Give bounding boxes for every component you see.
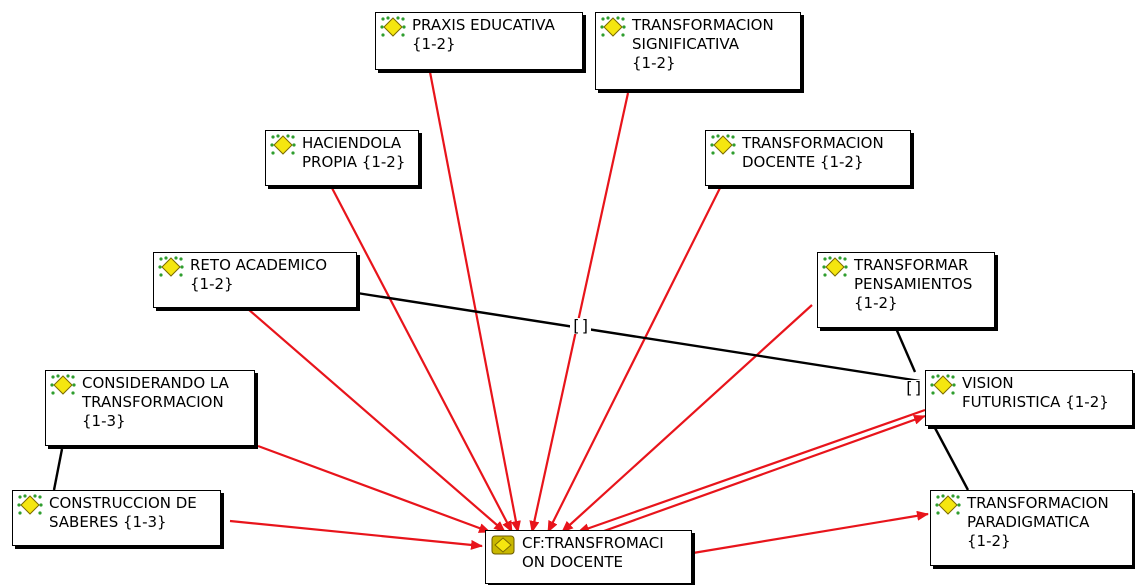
- link-haciendola-to-cf[interactable]: [331, 187, 513, 533]
- node-label-line-1: VISION: [962, 374, 1014, 392]
- node-label-line-2: PROPIA {1-2}: [302, 153, 406, 171]
- code-icon: [380, 16, 406, 37]
- node-label-line-2: {1-2}: [412, 35, 456, 53]
- relation-label-reto-vision[interactable]: []: [570, 316, 592, 335]
- node-label-line-1: TRANSFORMACION: [742, 134, 884, 152]
- family-icon: [491, 535, 515, 555]
- node-transformar-pensamientos[interactable]: TRANSFORMAR PENSAMIENTOS {1-2}: [817, 252, 995, 328]
- node-label-line-2: PARADIGMATICA: [967, 513, 1090, 531]
- node-considerando-la-transformacion[interactable]: CONSIDERANDO LA TRANSFORMACION {1-3}: [45, 370, 255, 446]
- link-considerando-to-construccion[interactable]: [52, 448, 64, 491]
- link-pensamientos-to-cf[interactable]: [561, 304, 813, 533]
- code-icon: [930, 374, 956, 395]
- node-label-line-2: {1-2}: [190, 275, 234, 293]
- link-reto-to-cf[interactable]: [247, 308, 506, 533]
- link-significativa-to-cf[interactable]: [529, 92, 630, 533]
- node-label-line-3: {1-3}: [82, 412, 126, 430]
- node-vision-futuristica[interactable]: VISION FUTURISTICA {1-2}: [925, 370, 1133, 426]
- code-icon: [600, 16, 626, 37]
- node-label-line-3: {1-2}: [632, 54, 676, 72]
- node-label-line-2: FUTURISTICA {1-2}: [962, 393, 1109, 411]
- code-icon: [270, 134, 296, 155]
- link-praxis-to-cf[interactable]: [428, 71, 521, 533]
- node-label-line-2: DOCENTE {1-2}: [742, 153, 864, 171]
- code-icon: [822, 256, 848, 277]
- code-icon: [935, 494, 961, 515]
- node-label-line-3: {1-2}: [854, 294, 898, 312]
- relation-label-pensamientos-vision[interactable]: []: [903, 378, 925, 397]
- link-pensamientos-to-vision[interactable]: [893, 325, 917, 373]
- node-label-line-1: TRANSFORMAR: [854, 256, 969, 274]
- node-label-line-3: {1-2}: [967, 532, 1011, 550]
- node-label-line-1: TRANSFORMACION: [632, 16, 774, 34]
- code-icon: [710, 134, 736, 155]
- node-label-line-2: ON DOCENTE: [522, 553, 623, 571]
- node-label-line-2: TRANSFORMACION: [82, 393, 224, 411]
- link-docente-to-cf[interactable]: [547, 187, 721, 533]
- link-vision-to-cf[interactable]: [577, 408, 926, 534]
- node-haciendola-propia[interactable]: HACIENDOLA PROPIA {1-2}: [265, 130, 419, 186]
- link-cf-to-vision[interactable]: [589, 414, 926, 538]
- node-transformacion-paradigmatica[interactable]: TRANSFORMACION PARADIGMATICA {1-2}: [930, 490, 1133, 566]
- code-icon: [158, 256, 184, 277]
- node-label-line-1: CONSIDERANDO LA: [82, 374, 229, 392]
- node-label-line-1: TRANSFORMACION: [967, 494, 1109, 512]
- link-considerando-to-cf[interactable]: [257, 444, 491, 534]
- node-transformacion-docente[interactable]: TRANSFORMACION DOCENTE {1-2}: [705, 130, 911, 186]
- link-vision-to-paradigmatica[interactable]: [933, 427, 970, 491]
- node-label-line-1: HACIENDOLA: [302, 134, 402, 152]
- code-icon: [50, 374, 76, 395]
- node-cf-transfromacion-docente[interactable]: CF:TRANSFROMACI ON DOCENTE: [485, 530, 692, 584]
- node-label-line-1: PRAXIS EDUCATIVA: [412, 16, 555, 34]
- link-reto-to-vision[interactable]: [356, 291, 921, 383]
- node-construccion-de-saberes[interactable]: CONSTRUCCION DE SABERES {1-3}: [12, 490, 221, 546]
- node-label-line-2: PENSAMIENTOS: [854, 275, 973, 293]
- link-construccion-to-cf[interactable]: [229, 519, 483, 550]
- node-transformacion-significativa[interactable]: TRANSFORMACION SIGNIFICATIVA {1-2}: [595, 12, 801, 90]
- node-label-line-1: CF:TRANSFROMACI: [522, 534, 664, 552]
- node-praxis-educativa[interactable]: PRAXIS EDUCATIVA {1-2}: [375, 12, 583, 70]
- node-label-line-1: CONSTRUCCION DE: [49, 494, 197, 512]
- node-label-line-2: SABERES {1-3}: [49, 513, 167, 531]
- code-icon: [17, 494, 43, 515]
- node-label-line-2: SIGNIFICATIVA: [632, 35, 739, 53]
- node-label-line-1: RETO ACADEMICO: [190, 256, 328, 274]
- node-reto-academico[interactable]: RETO ACADEMICO {1-2}: [153, 252, 357, 308]
- link-cf-to-paradigmatica[interactable]: [692, 510, 929, 555]
